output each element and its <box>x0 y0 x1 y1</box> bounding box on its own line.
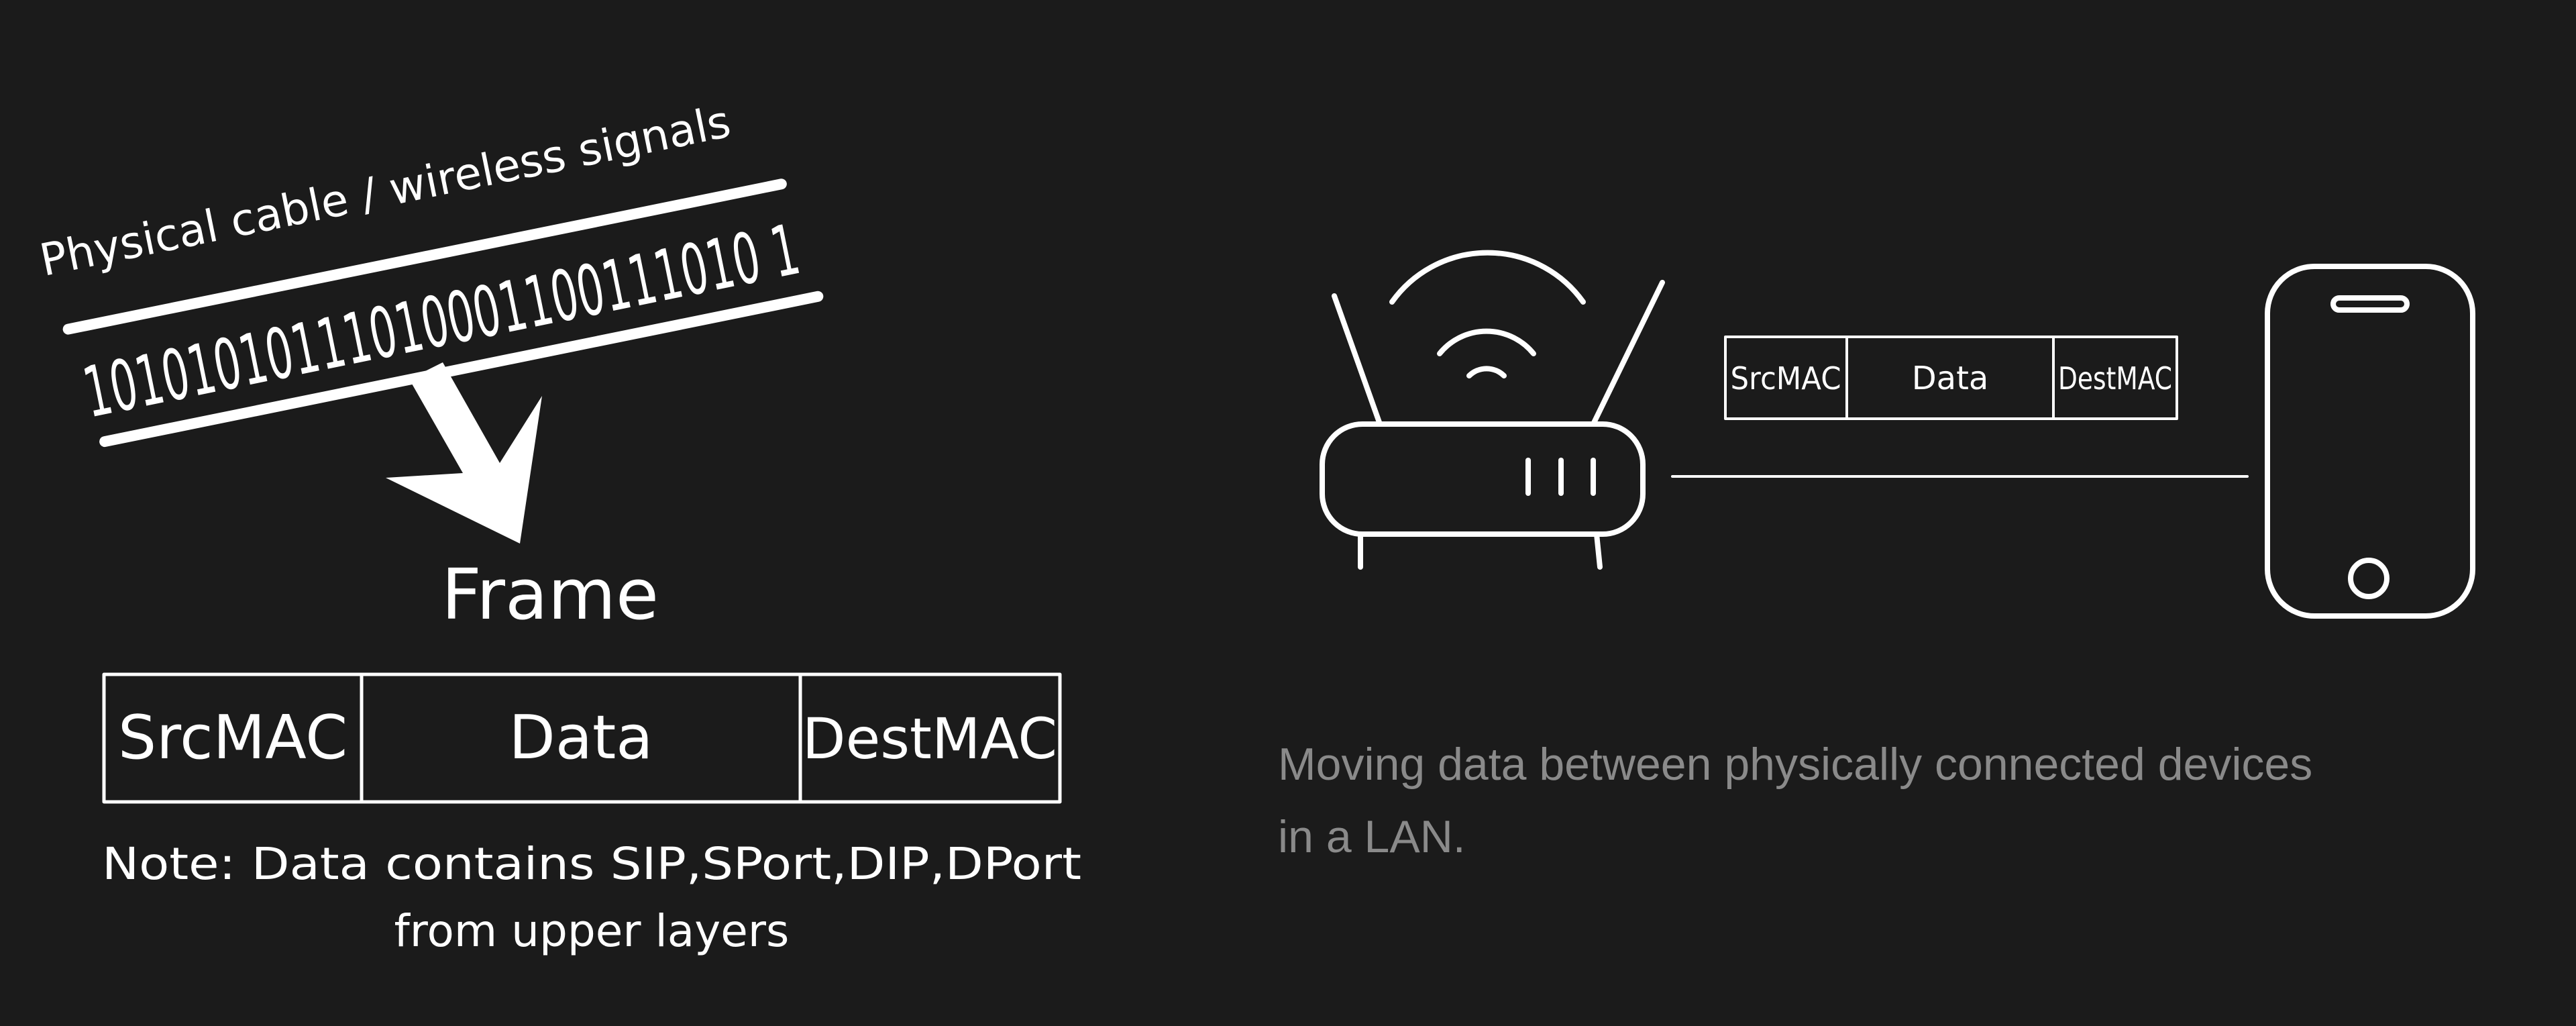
cable-bottom-line <box>99 291 824 448</box>
frame-field-data: Data <box>509 703 653 773</box>
frame-field-srcmac: SrcMAC <box>118 703 347 773</box>
frame-title: Frame <box>441 554 659 635</box>
cable-top-line <box>62 178 787 335</box>
frame-structure: SrcMAC Data DestMAC <box>102 672 1062 804</box>
caption-line2: in a LAN. <box>1278 811 1466 862</box>
frame-note-line1: Note: Data contains SIP,SPort,DIP,DPort <box>102 838 1081 890</box>
frame-field-destmac: DestMAC <box>802 706 1057 772</box>
smartphone-icon <box>2265 264 2475 619</box>
caption: Moving data between physically connected… <box>1278 728 2553 873</box>
transmitted-frame: SrcMAC Data DestMAC <box>1724 336 2178 420</box>
small-frame-srcmac: SrcMAC <box>1731 360 1841 397</box>
caption-line1: Moving data between physically connected… <box>1278 739 2313 790</box>
frame-note-line2: from upper layers <box>394 905 790 957</box>
small-frame-destmac: DestMAC <box>2058 360 2172 397</box>
router-icon <box>1320 250 1665 570</box>
small-frame-data: Data <box>1912 360 1989 397</box>
down-arrow-icon <box>386 362 542 544</box>
wifi-icon <box>1389 250 1586 378</box>
